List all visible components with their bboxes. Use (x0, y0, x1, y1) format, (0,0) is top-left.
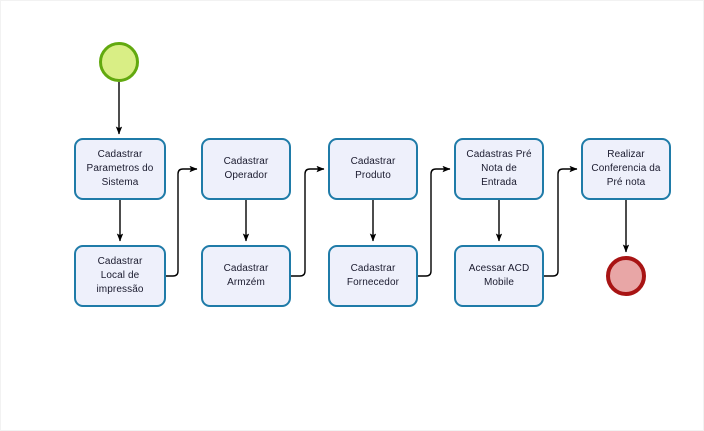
task-node-realizar-conferencia-da-pre-nota[interactable]: Realizar Conferencia da Pré nota (581, 138, 671, 200)
connector-task2-to-task3 (166, 165, 198, 277)
connector-task6-to-task7 (418, 165, 451, 277)
connector-task8-to-task9 (544, 165, 578, 277)
connector-task4-to-task5 (291, 165, 325, 277)
task-node-cadastras-pre-nota-de-entrada[interactable]: Cadastras Pré Nota de Entrada (454, 138, 544, 200)
start-event-node[interactable] (99, 42, 139, 82)
task-node-acessar-acd-mobile[interactable]: Acessar ACD Mobile (454, 245, 544, 307)
task-node-cadastrar-local-de-impressao[interactable]: Cadastrar Local de impressão (74, 245, 166, 307)
task-node-cadastrar-operador[interactable]: Cadastrar Operador (201, 138, 291, 200)
end-event-node[interactable] (606, 256, 646, 296)
task-node-cadastrar-fornecedor[interactable]: Cadastrar Fornecedor (328, 245, 418, 307)
task-node-cadastrar-armzem[interactable]: Cadastrar Armzém (201, 245, 291, 307)
task-node-cadastrar-parametros-do-sistema[interactable]: Cadastrar Parametros do Sistema (74, 138, 166, 200)
task-node-cadastrar-produto[interactable]: Cadastrar Produto (328, 138, 418, 200)
